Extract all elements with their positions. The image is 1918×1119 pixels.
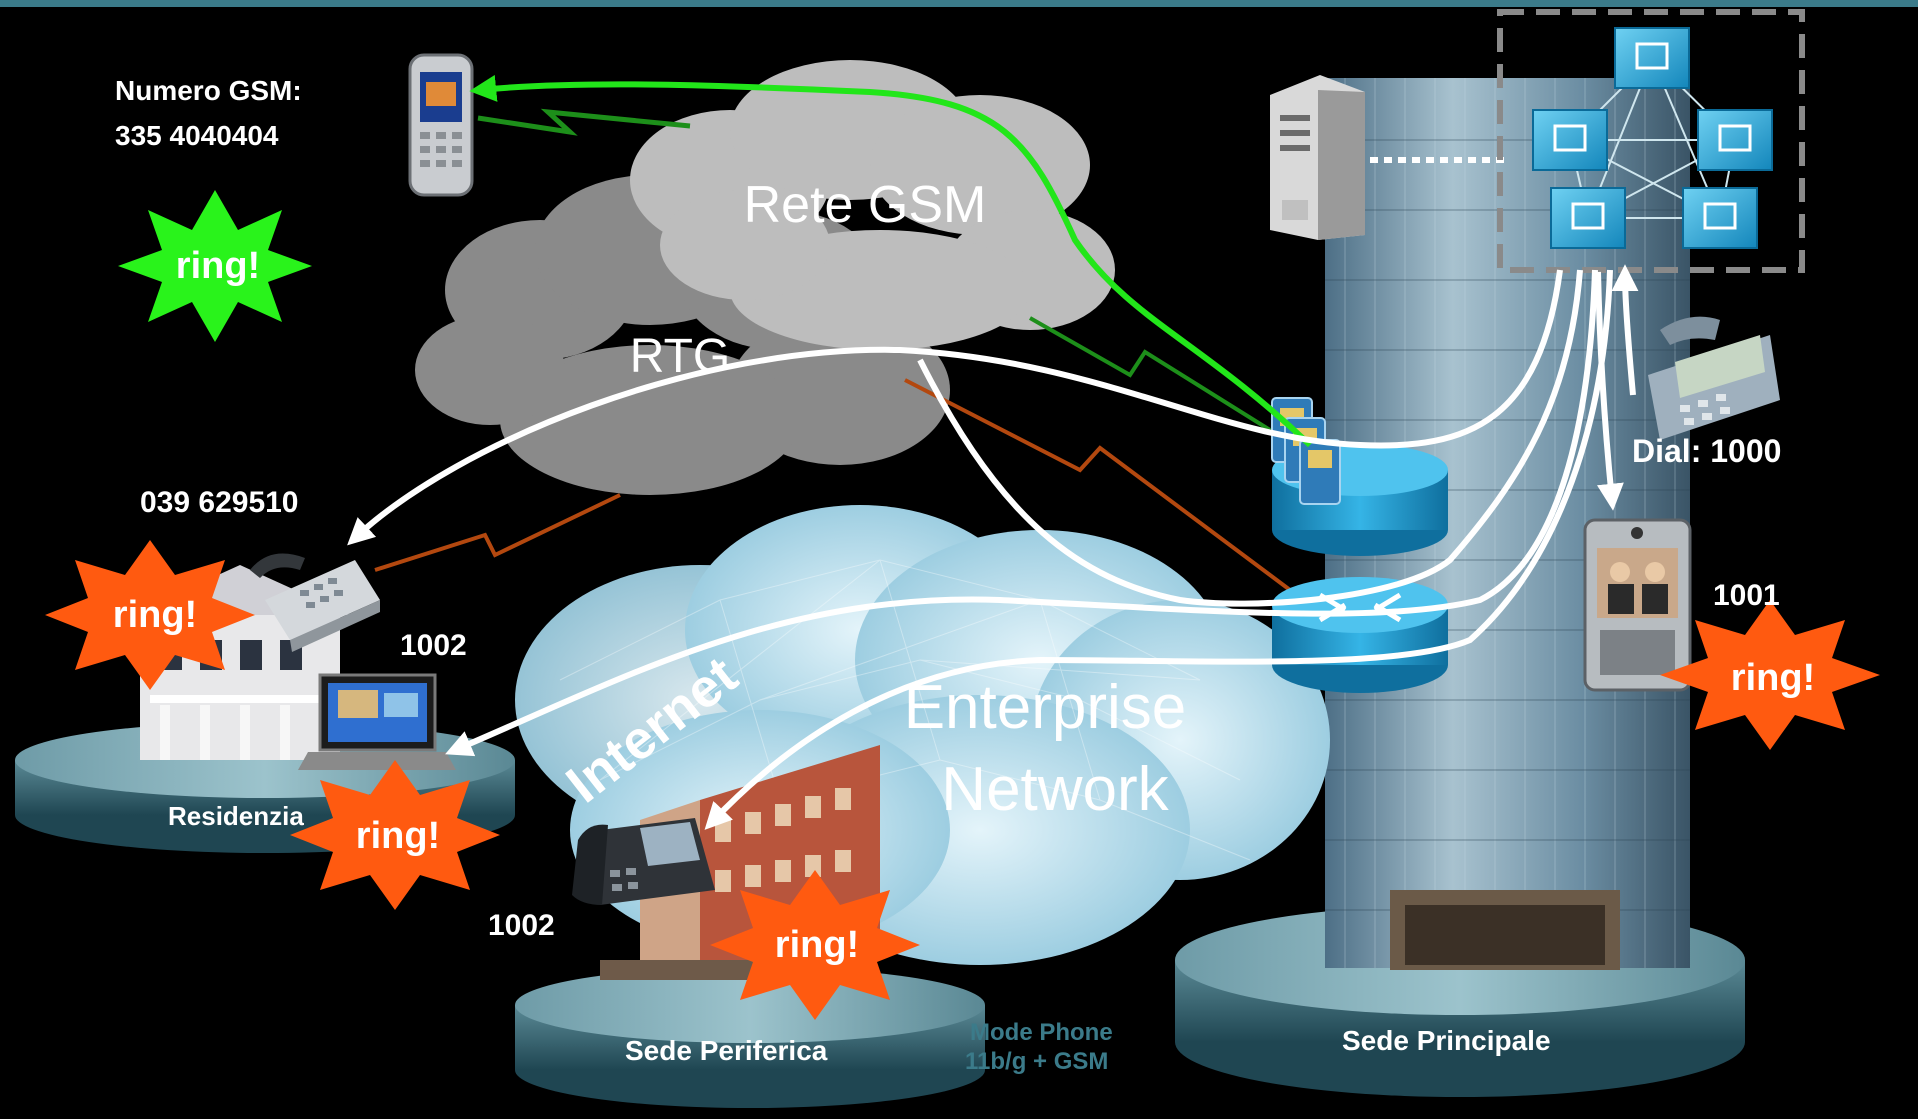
top-bar	[0, 0, 1918, 7]
radio-link-rtg	[374, 493, 621, 572]
call-path-gsm-gateway	[917, 269, 1583, 607]
ring-label: ring!	[356, 815, 440, 857]
call-path-gsm	[469, 74, 1313, 448]
gsm-number: 335 4040404	[115, 120, 279, 151]
ring-burst-video-phone: ring!	[1660, 600, 1880, 750]
ring-burst-gsm: ring!	[118, 190, 312, 342]
sim-card-icon	[1299, 439, 1341, 505]
call-path-branch	[704, 269, 1613, 830]
gsm-gateway-router	[1271, 397, 1448, 556]
call-manager-cluster	[1497, 9, 1805, 273]
dual-mode-label-line1: Mode Phone	[970, 1019, 1113, 1046]
branch-ip-phone-icon	[572, 818, 715, 905]
enterprise-network-label-line1: Enterprise	[904, 673, 1187, 742]
extension-branch: 1002	[488, 909, 555, 942]
sede-periferica-label: Sede Periferica	[625, 1035, 828, 1066]
call-manager-icon	[1614, 27, 1690, 89]
call-path-internet	[445, 269, 1598, 757]
radio-link-gsm	[477, 108, 691, 136]
gsm-number-title: Numero GSM:	[115, 75, 302, 106]
ring-label: ring!	[1731, 657, 1815, 699]
residenza-label: Residenzia	[168, 801, 304, 831]
call-path-video	[1595, 271, 1624, 511]
ring-burst-laptop: ring!	[290, 760, 500, 910]
rete-gsm-cloud	[630, 60, 1115, 350]
desk-ip-phone-icon	[1648, 316, 1780, 440]
call-manager-icon	[1532, 109, 1608, 171]
ring-label: ring!	[176, 245, 260, 287]
ring-burst-home-phone: ring!	[45, 540, 255, 690]
extension-home: 1002	[400, 629, 467, 662]
call-manager-icon	[1550, 187, 1626, 249]
ring-label: ring!	[775, 924, 859, 966]
radio-link-rtg-router	[904, 378, 1292, 592]
rete-gsm-label: Rete GSM	[744, 176, 987, 234]
laptop-softphone-icon	[298, 673, 456, 770]
enterprise-network-label-line2: Network	[941, 755, 1169, 824]
call-path-dial	[1611, 264, 1639, 396]
dial-label: Dial: 1000	[1632, 433, 1781, 469]
radio-link-gsm-gateway	[1029, 316, 1272, 432]
video-phone-icon	[1583, 518, 1692, 692]
call-path-rtg	[347, 269, 1563, 546]
home-phone-icon	[250, 553, 380, 652]
rtg-label: RTG	[630, 330, 730, 383]
ring-burst-branch-phone: ring!	[710, 870, 920, 1020]
home-number: 039 629510	[140, 486, 299, 519]
gsm-mobile-phone-icon	[408, 53, 474, 197]
ring-label: ring!	[113, 594, 197, 636]
extension-video: 1001	[1713, 579, 1780, 612]
call-manager-icon	[1682, 187, 1758, 249]
dual-mode-label-line2: 11b/g + GSM	[965, 1048, 1108, 1075]
server-icon	[1270, 75, 1365, 240]
sede-principale-label: Sede Principale	[1342, 1025, 1551, 1056]
call-manager-icon	[1697, 109, 1773, 171]
